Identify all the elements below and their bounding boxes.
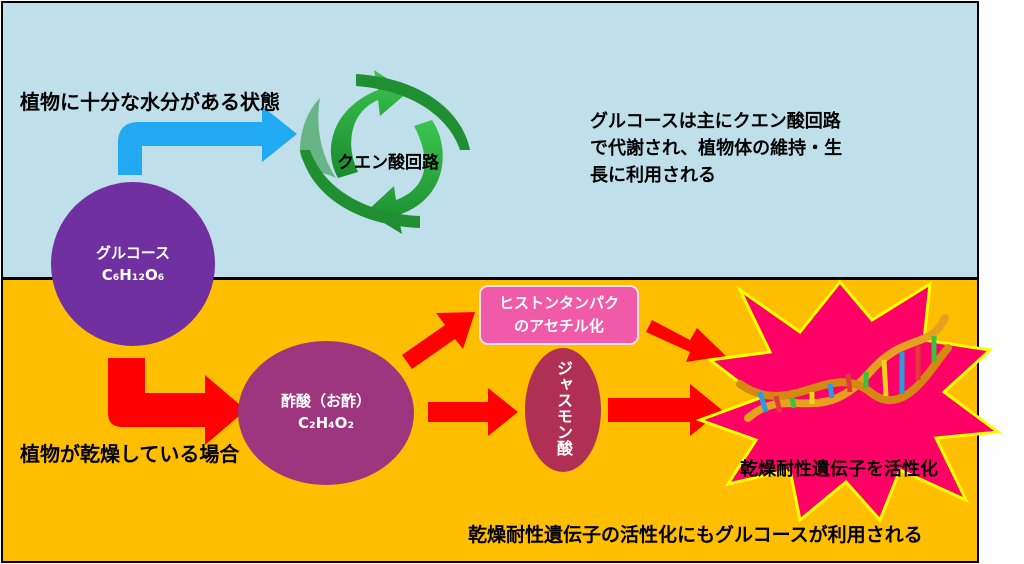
drought-note: 乾燥耐性遺伝子の活性化にもグルコースが利用される	[468, 524, 923, 546]
water-condition-label: 植物に十分な水分がある状態	[20, 90, 280, 114]
acetate-node	[238, 341, 414, 485]
water-note: グルコースは主にクエン酸回路 で代謝され、植物体の維持・生 長に利用される	[590, 108, 842, 189]
dna-helix-icon	[736, 314, 952, 422]
water-note-line: 長に利用される	[590, 165, 716, 186]
histone-line: のアセチル化	[514, 317, 604, 335]
jasmonic-node	[525, 348, 601, 472]
acetate-formula: C₂H₄O₂	[297, 414, 355, 432]
glucose-formula: C₆H₁₂O₆	[101, 266, 165, 284]
histone-box	[479, 285, 639, 345]
drought-condition-label: 植物が乾燥している場合	[20, 442, 240, 466]
cycle-arrows	[300, 70, 470, 234]
jasmonic-label: ジャスモン酸	[554, 360, 573, 456]
target-label: 乾燥耐性遺伝子を活性化	[740, 459, 938, 480]
histone-line: ヒストンタンパク	[498, 294, 619, 312]
histone-label: ヒストンタンパク のアセチル化	[480, 292, 638, 338]
red-arrows	[108, 312, 726, 445]
glucose-node	[51, 182, 215, 346]
glucose-label: グルコース C₆H₁₂O₆	[53, 242, 213, 286]
acetate-label: 酢酸（お酢） C₂H₄O₂	[246, 390, 406, 434]
acetate-name: 酢酸（お酢）	[280, 392, 371, 410]
blue-arrow	[118, 106, 297, 175]
water-note-line: で代謝され、植物体の維持・生	[590, 138, 843, 159]
glucose-name: グルコース	[96, 244, 170, 262]
cycle-label: クエン酸回路	[337, 153, 439, 173]
water-note-line: グルコースは主にクエン酸回路	[590, 111, 841, 132]
